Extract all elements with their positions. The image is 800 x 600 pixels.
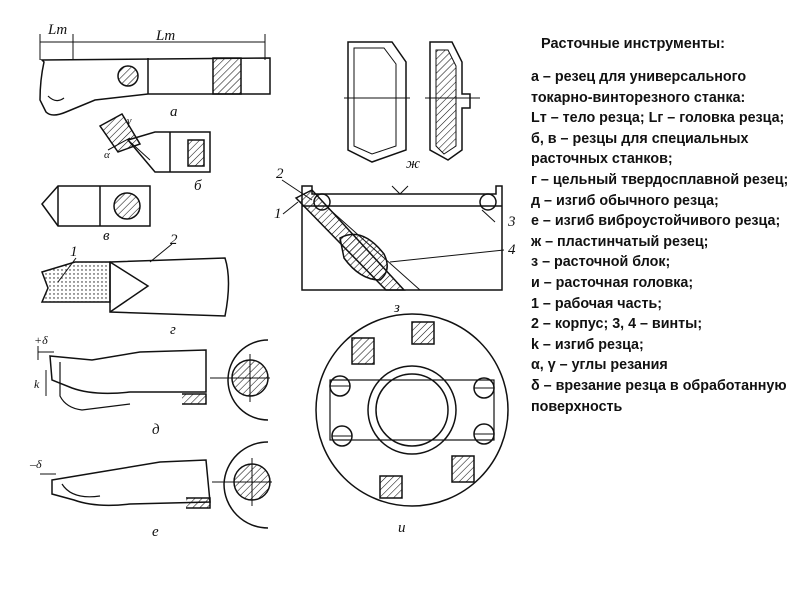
label-z3: 3 [507, 214, 516, 230]
legend-list: а – резец для универсального токарно-вин… [531, 67, 793, 417]
label-z1: 1 [274, 206, 282, 222]
label-a: а [170, 104, 178, 120]
label-z: з [393, 300, 400, 316]
legend-item: α, γ – углы резания [531, 357, 668, 374]
label-d: д [152, 422, 160, 438]
label-alpha: α [104, 149, 110, 161]
label-b: б [194, 178, 202, 194]
cutter-b [98, 112, 211, 173]
legend-item: 1 – рабочая часть; [531, 295, 663, 312]
label-g2: 2 [170, 232, 178, 248]
cutter-e [40, 441, 272, 529]
legend-title: Расточные инструменты: [541, 36, 725, 52]
cutter-d [37, 339, 270, 421]
label-delta-minus: –δ [29, 457, 42, 471]
legend-item: е – изгиб виброустойчивого резца; [531, 213, 781, 230]
cutter-g [40, 243, 230, 317]
legend-item: k – изгиб резца; [531, 336, 644, 353]
label-lg: Lт [155, 28, 175, 44]
legend-item: ж – пластинчатый резец; [531, 233, 709, 250]
legend-item: а – резец для универсального токарно-вин… [531, 69, 747, 106]
legend-item: з – расточной блок; [531, 254, 671, 271]
boring-head-i [315, 313, 509, 507]
label-k: k [34, 377, 40, 391]
legend-item: б, в – резцы для специальных расточных с… [531, 130, 749, 168]
label-gamma: γ [127, 115, 132, 127]
plate-cutter-zh [344, 41, 480, 163]
legend-item: д – изгиб обычного резца; [531, 192, 719, 209]
boring-block-z [281, 179, 505, 291]
label-lt: Lт [47, 22, 67, 38]
label-zh: ж [406, 156, 420, 172]
cutter-a [39, 34, 271, 116]
cutter-v [41, 185, 151, 227]
label-z4: 4 [508, 242, 516, 258]
label-e: е [152, 524, 159, 540]
legend-item: и – расточная головка; [531, 274, 694, 291]
boring-tools-drawing: Lт Lт а γ α б в 1 2 г +δ k д –δ е ж 2 1 … [29, 22, 516, 540]
label-v: в [103, 228, 110, 244]
label-i: и [398, 520, 406, 536]
label-z2: 2 [276, 166, 284, 182]
label-g1: 1 [70, 244, 78, 260]
legend-item: Lт – тело резца; Lг – головка резца; [531, 110, 785, 127]
legend-item: 2 – корпус; 3, 4 – винты; [531, 316, 703, 333]
legend-item: δ – врезание резца в обработанную поверх… [531, 377, 787, 415]
legend-panel: Расточные инструменты: а – резец для уни… [531, 36, 793, 417]
legend-item: г – цельный твердосплавной резец; [531, 171, 789, 188]
label-g: г [170, 322, 176, 338]
label-delta-plus: +δ [34, 333, 48, 347]
